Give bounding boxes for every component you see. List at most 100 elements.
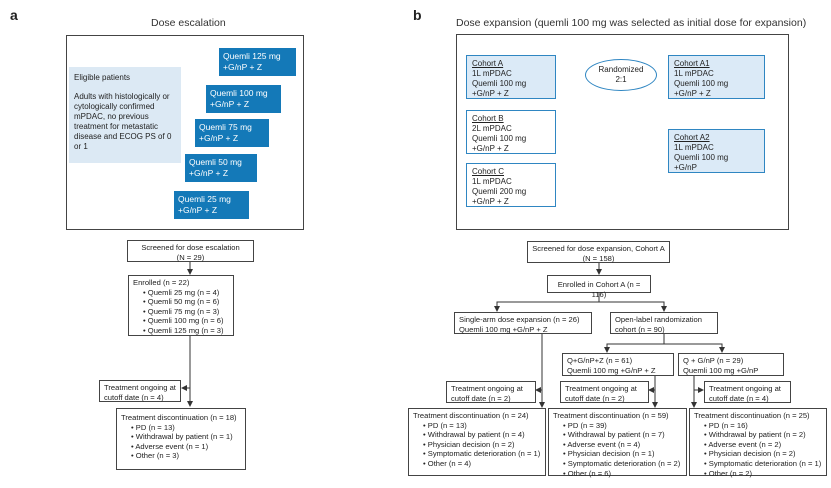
- dose-label: Quemli 125 mg: [223, 51, 281, 61]
- dose-label: Quemli 100 mg: [210, 88, 268, 98]
- dose-regimen: +G/nP + Z: [189, 168, 229, 178]
- list-item: Other (n = 6): [563, 469, 682, 479]
- randomized-ratio: 2:1: [615, 75, 627, 84]
- cohort-line: Quemli 100 mg: [472, 134, 527, 143]
- single-arm-regimen: Quemli 100 mg +G/nP + Z: [459, 324, 548, 334]
- eligible-text: Adults with histologically or cytologica…: [74, 92, 172, 151]
- panel-a-title: Dose escalation: [151, 17, 226, 29]
- dose-label: Quemli 75 mg: [199, 122, 252, 132]
- arm-q-gnp-box: Q + G/nP (n = 29) Quemli 100 mg +G/nP: [678, 353, 784, 376]
- discontinuation-title: Treatment discontinuation (n = 18): [121, 413, 237, 422]
- list-item: Withdrawal by patient (n = 2): [704, 430, 822, 440]
- cohort-c-name: Cohort C: [472, 167, 505, 176]
- ongoing-single-arm-box: Treatment ongoing at cutoff date (n = 2): [446, 381, 536, 403]
- screened-escalation-box: Screened for dose escalation (N = 29): [127, 240, 254, 262]
- screened-label: Screened for dose expansion, Cohort A: [532, 244, 665, 253]
- list-item: Symptomatic deterioration (n = 2): [563, 459, 682, 469]
- discontinuation-single-arm-box: Treatment discontinuation (n = 24) PD (n…: [408, 408, 546, 476]
- open-label-count: cohort (n = 90): [615, 324, 665, 334]
- arm-label: Q + G/nP (n = 29): [683, 356, 744, 365]
- eligible-title: Eligible patients: [74, 73, 131, 82]
- arm-q-gnp-z-box: Q+G/nP+Z (n = 61) Quemli 100 mg +G/nP + …: [562, 353, 674, 376]
- eligible-patients-box: Eligible patients Adults with histologic…: [69, 67, 181, 163]
- panel-b-title: Dose expansion (quemli 100 mg was select…: [456, 17, 807, 29]
- cohort-line: +G/nP + Z: [472, 197, 509, 206]
- arm-regimen: Quemli 100 mg +G/nP + Z: [567, 365, 656, 375]
- screened-count: (N = 158): [582, 253, 615, 263]
- ongoing-arm1-box: Treatment ongoing at cutoff date (n = 2): [560, 381, 649, 403]
- arm-label: Q+G/nP+Z (n = 61): [567, 356, 633, 365]
- dose-label: Quemli 25 mg: [178, 194, 231, 204]
- cohort-a2-box: Cohort A2 1L mPDAC Quemli 100 mg +G/nP: [668, 129, 765, 173]
- cohort-line: +G/nP + Z: [472, 144, 509, 153]
- list-item: Quemli 50 mg (n = 6): [143, 297, 229, 307]
- list-item: Quemli 75 mg (n = 3): [143, 307, 229, 317]
- enrolled-title: Enrolled (n = 22): [133, 278, 190, 287]
- screened-expansion-box: Screened for dose expansion, Cohort A (N…: [527, 241, 670, 263]
- list-item: Physician decision (n = 1): [563, 449, 682, 459]
- enrolled-cohort-a-box: Enrolled in Cohort A (n = 116): [547, 275, 651, 299]
- cohort-line: 2L mPDAC: [472, 124, 512, 133]
- screened-label: Screened for dose escalation: [141, 243, 240, 252]
- single-arm-label: Single-arm dose expansion (n = 26): [459, 315, 580, 324]
- panel-a-letter: a: [10, 7, 18, 23]
- cohort-line: Quemli 100 mg: [674, 153, 729, 162]
- ongoing-label: Treatment ongoing at: [104, 383, 176, 392]
- screened-count: (N = 29): [176, 252, 205, 262]
- list-item: Withdrawal by patient (n = 4): [423, 430, 541, 440]
- list-item: PD (n = 39): [563, 421, 682, 431]
- cohort-line: 1L mPDAC: [472, 69, 512, 78]
- dose-regimen: +G/nP + Z: [223, 62, 263, 72]
- list-item: Other (n = 4): [423, 459, 541, 469]
- discontinuation-title: Treatment discontinuation (n = 24): [413, 411, 529, 420]
- dose-regimen: +G/nP + Z: [210, 99, 250, 109]
- open-label-box: Open-label randomization cohort (n = 90): [610, 312, 718, 334]
- ongoing-count: cutoff date (n = 2): [451, 393, 511, 403]
- panel-b-letter: b: [413, 7, 422, 23]
- list-item: Quemli 125 mg (n = 3): [143, 326, 229, 336]
- ongoing-label: Treatment ongoing at: [709, 384, 781, 393]
- discontinuation-escalation-box: Treatment discontinuation (n = 18) PD (n…: [116, 408, 246, 470]
- cohort-line: +G/nP: [674, 163, 697, 172]
- ongoing-count: cutoff date (n = 2): [565, 393, 625, 403]
- list-item: Symptomatic deterioration (n = 1): [423, 449, 541, 459]
- cohort-line: 1L mPDAC: [472, 177, 512, 186]
- single-arm-box: Single-arm dose expansion (n = 26) Queml…: [454, 312, 592, 334]
- cohort-line: +G/nP + Z: [472, 89, 509, 98]
- list-item: PD (n = 13): [423, 421, 541, 431]
- ongoing-label: Treatment ongoing at: [451, 384, 523, 393]
- list-item: Physician decision (n = 2): [704, 449, 822, 459]
- cohort-a1-box: Cohort A1 1L mPDAC Quemli 100 mg +G/nP +…: [668, 55, 765, 99]
- dose-25mg-box: Quemli 25 mg +G/nP + Z: [174, 191, 249, 219]
- cohort-a-name: Cohort A: [472, 59, 504, 68]
- list-item: Quemli 100 mg (n = 6): [143, 316, 229, 326]
- list-item: Other (n = 3): [131, 451, 241, 461]
- list-item: Withdrawal by patient (n = 7): [563, 430, 682, 440]
- cohort-line: Quemli 100 mg: [472, 79, 527, 88]
- discontinuation-title: Treatment discontinuation (n = 59): [553, 411, 669, 420]
- cohort-line: 1L mPDAC: [674, 143, 714, 152]
- list-item: PD (n = 16): [704, 421, 822, 431]
- list-item: Withdrawal by patient (n = 1): [131, 432, 241, 442]
- randomized-label: Randomized: [598, 65, 644, 74]
- ongoing-count: cutoff date (n = 4): [104, 392, 164, 402]
- list-item: PD (n = 13): [131, 423, 241, 433]
- ongoing-escalation-box: Treatment ongoing at cutoff date (n = 4): [99, 380, 181, 402]
- dose-label: Quemli 50 mg: [189, 157, 242, 167]
- cohort-line: Quemli 200 mg: [472, 187, 527, 196]
- list-item: Physician decision (n = 2): [423, 440, 541, 450]
- list-item: Adverse event (n = 1): [131, 442, 241, 452]
- ongoing-label: Treatment ongoing at: [565, 384, 637, 393]
- cohort-a-box: Cohort A 1L mPDAC Quemli 100 mg +G/nP + …: [466, 55, 556, 99]
- cohort-a1-name: Cohort A1: [674, 59, 710, 68]
- arm-regimen: Quemli 100 mg +G/nP: [683, 365, 759, 375]
- dose-100mg-box: Quemli 100 mg +G/nP + Z: [206, 85, 281, 113]
- cohort-c-box: Cohort C 1L mPDAC Quemli 200 mg +G/nP + …: [466, 163, 556, 207]
- list-item: Other (n = 2): [704, 469, 822, 479]
- randomized-ellipse: Randomized 2:1: [585, 59, 657, 91]
- ongoing-arm2-box: Treatment ongoing at cutoff date (n = 4): [704, 381, 791, 403]
- dose-50mg-box: Quemli 50 mg +G/nP + Z: [185, 154, 257, 182]
- list-item: Quemli 25 mg (n = 4): [143, 288, 229, 298]
- list-item: Adverse event (n = 4): [563, 440, 682, 450]
- list-item: Adverse event (n = 2): [704, 440, 822, 450]
